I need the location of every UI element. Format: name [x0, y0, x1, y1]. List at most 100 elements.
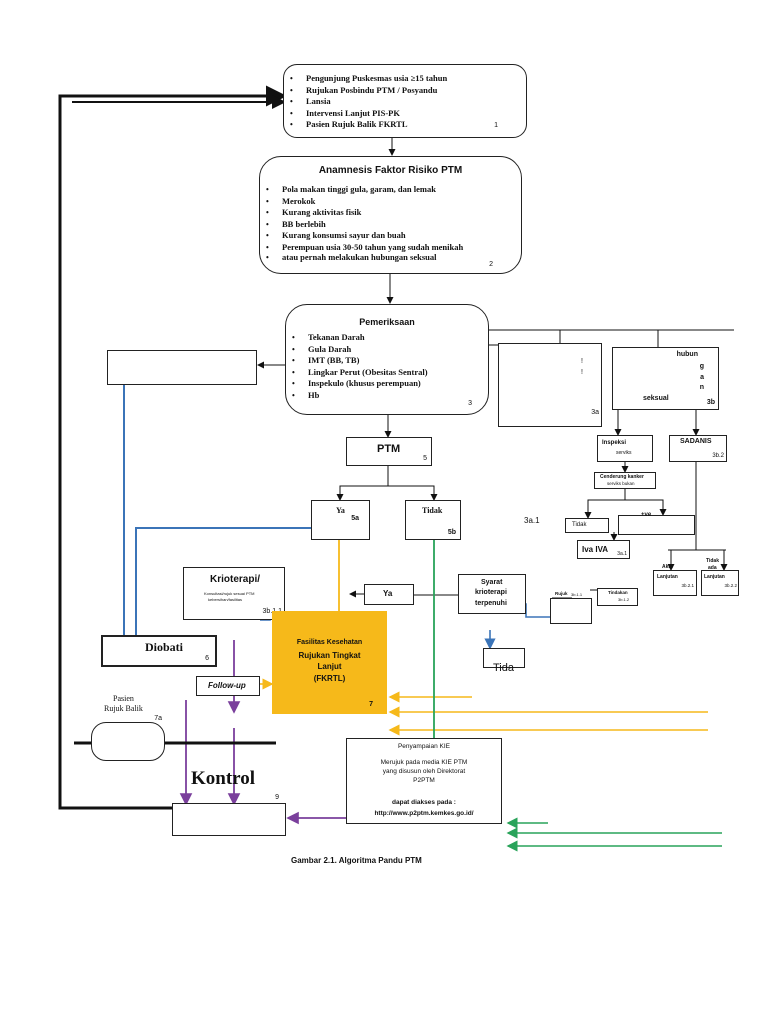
tidak-ada-l1: Tidak	[706, 558, 719, 564]
kie-l2: Merujuk pada media KIE PTM	[380, 759, 468, 766]
fkrtl-l1: Fasilitas Kesehatan	[296, 639, 363, 646]
kie-l3: yang disusun oleh Direktorat	[382, 768, 466, 775]
kie-l5: dapat diakses pada :	[392, 799, 456, 806]
step-number: 5a	[351, 515, 359, 522]
fkrtl-l4: (FKRTL)	[313, 674, 346, 683]
step-number: 3b.2	[712, 453, 724, 459]
iva-box: Iva IVA 3a.1	[577, 540, 630, 559]
pemeriksaan-item: Inspekulo (khusus perempuan)	[292, 378, 488, 390]
box-3b: hubun g a n seksual 3b	[612, 347, 719, 410]
anamnesis-item: Perempuan usia 30-50 tahun yang sudah me…	[266, 242, 521, 254]
kie-l1: Penyampaian KIE	[397, 743, 451, 750]
ptm-label: PTM	[377, 443, 401, 455]
ya-box: Ya 5a	[311, 500, 370, 540]
inspeksi-label-2: serviks	[616, 450, 632, 456]
box-3a: ! ! 3a	[498, 343, 602, 427]
word: n	[699, 384, 704, 391]
mark: !	[581, 358, 583, 365]
tidak-ada-l2: ada	[708, 565, 717, 571]
mark: !	[581, 369, 583, 376]
pemeriksaan-item: Hb	[292, 390, 488, 402]
tindakan-small-box: Tindakan 3b.1.2	[597, 588, 638, 606]
kie-box: Penyampaian KIE Merujuk pada media KIE P…	[346, 738, 502, 824]
krioterapi-sub: Konsultasi/rujuk sesuai PTM	[204, 591, 255, 596]
anamnesis-box: Anamnesis Faktor Risiko PTM Pola makan t…	[259, 156, 522, 274]
pemeriksaan-item: Tekanan Darah	[292, 332, 488, 344]
sadanis-label: SADANIS	[680, 438, 712, 445]
cenderung-label: Cenderung kanker	[600, 474, 644, 480]
entry-item: Lansia	[290, 96, 526, 108]
word: g	[699, 363, 704, 370]
cenderung-label-2: serviks bukan	[607, 481, 635, 486]
diobati-label: Diobati	[145, 640, 184, 654]
step-number: 3b.2.2	[724, 583, 737, 588]
syarat-l1: Syarat	[481, 579, 503, 586]
empty-result-box	[107, 350, 257, 385]
tidak-small-box: Tidak	[565, 518, 609, 533]
syarat-box: Syarat krioterapi terpenuhi	[458, 574, 526, 614]
step-number: 3a.1	[617, 551, 627, 557]
step-number: 7a	[154, 715, 162, 722]
fkrtl-box: Fasilitas Kesehatan Rujukan Tingkat Lanj…	[272, 611, 387, 714]
tida-label: Tida	[493, 662, 514, 674]
pemeriksaan-item: Gula Darah	[292, 344, 488, 356]
pasien-l1: Pasien	[113, 694, 134, 703]
pemeriksaan-item: IMT (BB, TB)	[292, 355, 488, 367]
rujuk-small-box: Rujuk 3b.1.1	[550, 591, 592, 624]
word: hubun	[676, 351, 698, 358]
positive-label: +ve	[641, 512, 652, 518]
feedback-loop-line	[58, 85, 287, 810]
kontrol-box: 9	[172, 794, 286, 836]
pasien-rujuk-balik-box: 7a	[91, 715, 165, 761]
step-number: 3	[468, 400, 472, 407]
figure-caption: Gambar 2.1. Algoritma Pandu PTM	[291, 856, 422, 865]
ptm-box: PTM 5	[346, 437, 432, 466]
ya-small-label: Ya	[383, 589, 393, 598]
anamnesis-item: atau pernah melakukan hubungan seksual	[266, 253, 521, 263]
entry-item: Pasien Rujuk Balik FKRTL	[290, 119, 526, 131]
fkrtl-l3: Lanjut	[317, 662, 342, 671]
aktif-box: Aktif Lanjutan 3b.2.1	[653, 564, 697, 596]
step-number: 3b.2.1	[681, 583, 694, 588]
tindakan-label: Tindakan	[608, 590, 628, 595]
step-number: 9	[275, 794, 279, 801]
kie-link[interactable]: http://www.p2ptm.kemkes.go.id/	[374, 810, 474, 817]
krioterapi-title: Krioterapi/	[210, 574, 261, 585]
syarat-l2: krioterapi	[475, 589, 507, 596]
tidak-ada-box: Tidak ada Lanjutan 3b.2.2	[701, 558, 739, 596]
anamnesis-title: Anamnesis Faktor Risiko PTM	[318, 165, 463, 176]
step-number: 7	[369, 701, 373, 708]
aktif-l2: Lanjutan	[657, 574, 678, 580]
step-number: 3b.1.1	[571, 592, 583, 597]
aktif-l1: Aktif	[662, 564, 674, 570]
tidak-small-label: Tidak	[572, 522, 587, 528]
anamnesis-item: BB berlebih	[266, 219, 521, 231]
krioterapi-sub-2: kebersihan/fasilitas	[208, 597, 243, 602]
rujuk-label: Rujuk	[555, 591, 568, 596]
entry-item: Pengunjung Puskesmas usia ≥15 tahun	[290, 73, 526, 85]
entry-item: Intervensi Lanjut PIS-PK	[290, 108, 526, 120]
pemeriksaan-box: Pemeriksaan Tekanan Darah Gula Darah IMT…	[285, 304, 489, 415]
step-number: 6	[205, 655, 209, 662]
pemeriksaan-title: Pemeriksaan	[359, 317, 415, 327]
cenderung-kanker-box: Cenderung kanker serviks bukan	[594, 472, 656, 489]
kie-l4: P2PTM	[413, 777, 435, 784]
anamnesis-item: Merokok	[266, 196, 521, 208]
label-3a1: 3a.1	[524, 516, 540, 525]
step-number: 5	[423, 455, 427, 462]
step-number: 3b	[706, 399, 715, 406]
tidak-ada-l3: Lanjutan	[704, 574, 725, 580]
step-number: 3a	[591, 409, 599, 416]
anamnesis-item: Kurang aktivitas fisik	[266, 207, 521, 219]
word: a	[700, 374, 704, 381]
entry-box: Pengunjung Puskesmas usia ≥15 tahun Ruju…	[283, 64, 527, 138]
followup-label: Follow-up	[208, 681, 246, 690]
ya-label: Ya	[336, 506, 345, 515]
iva-label: Iva IVA	[582, 545, 609, 554]
pemeriksaan-item: Lingkar Perut (Obesitas Sentral)	[292, 367, 488, 379]
pasien-l2: Rujuk Balik	[104, 704, 143, 713]
tidak-label: Tidak	[422, 506, 443, 515]
step-number: 3b.1.2	[618, 597, 630, 602]
inspeksi-label: Inspeksi	[602, 440, 627, 446]
